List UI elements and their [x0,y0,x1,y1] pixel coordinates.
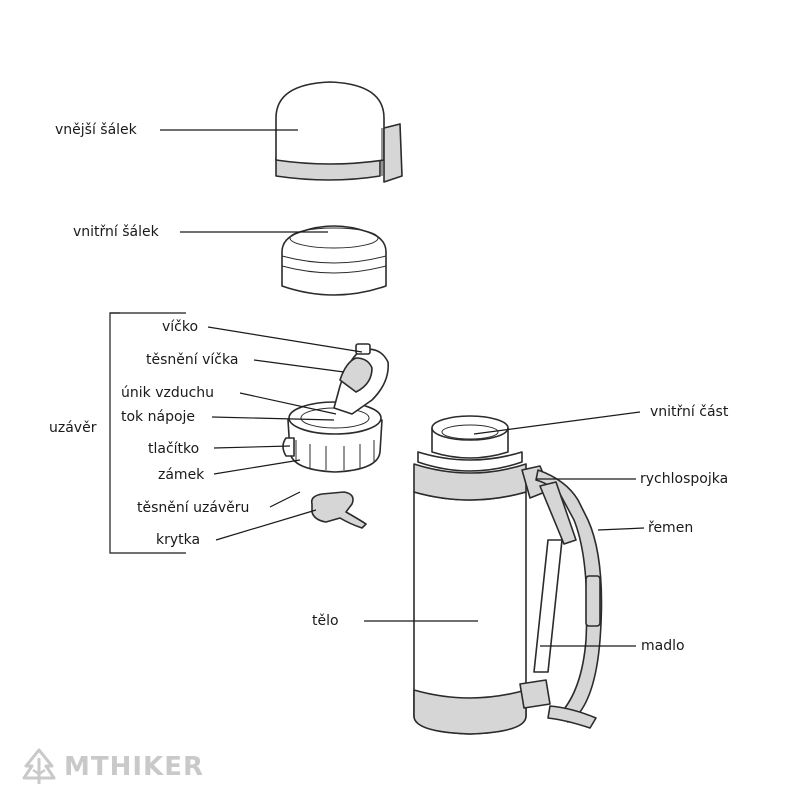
cap-seal-label: těsnění uzávěru [137,500,249,516]
inner-part-label: vnitřní část [650,404,729,420]
inner-cup-drawing [281,225,387,296]
strap-label: řemen [648,520,693,536]
inner-cup-label: vnitřní šálek [73,224,160,240]
body-label: tělo [312,613,339,629]
watermark: MTHIKER [22,748,204,786]
button-label: tlačítko [148,441,199,457]
quick-release-label: rychlospojka [640,471,728,487]
air-vent-label: únik vzduchu [121,385,214,401]
drink-flow-label: tok nápoje [121,409,195,425]
outer-cup-label: vnější šálek [55,122,138,138]
lid-label: víčko [162,319,198,335]
thermos-body-drawing [413,415,603,735]
cap-drawing [282,343,389,473]
lock-label: zámek [158,467,205,483]
handle-label: madlo [641,638,685,654]
cover-label: krytka [156,532,200,548]
leader-lines [109,129,645,647]
cover-drawing [310,491,367,529]
outer-cup-drawing [275,81,403,183]
watermark-text: MTHIKER [64,752,204,782]
tree-logo-icon [22,748,56,784]
closure-label: uzávěr [49,420,97,436]
lid-seal-label: těsnění víčka [146,352,238,368]
